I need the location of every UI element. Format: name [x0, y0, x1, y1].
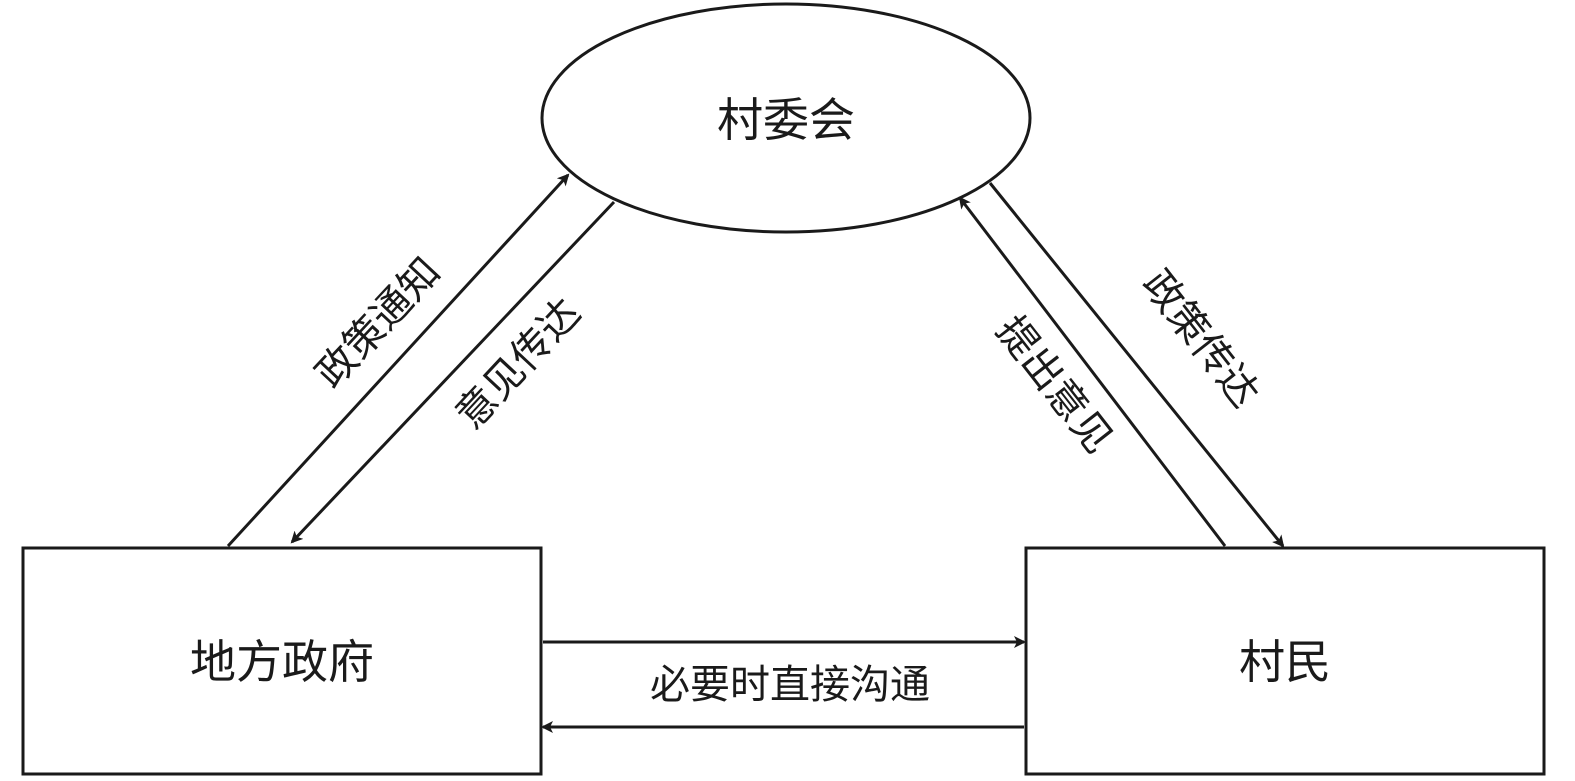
- local-government-label: 地方政府: [190, 635, 374, 689]
- village-committee-node: [540, 2, 1032, 234]
- direct-communication-label: 必要时直接沟通: [650, 662, 930, 708]
- committee-to-villagers-arrow: [988, 182, 1285, 548]
- gov-to-committee-arrow: [226, 173, 570, 548]
- villagers-to-committee-arrow: [958, 196, 1227, 547]
- villagers-label: 村民: [1239, 635, 1331, 689]
- gov-to-committee-label: 政策通知: [307, 249, 450, 397]
- local-government-node: [21, 546, 543, 776]
- committee-to-gov-label: 意见传达: [447, 290, 590, 438]
- villagers-node: [1024, 546, 1546, 776]
- village-committee-label: 村委会: [717, 93, 855, 147]
- committee-to-villagers-label: 政策传达: [1133, 262, 1268, 416]
- committee-to-gov-arrow: [290, 200, 616, 544]
